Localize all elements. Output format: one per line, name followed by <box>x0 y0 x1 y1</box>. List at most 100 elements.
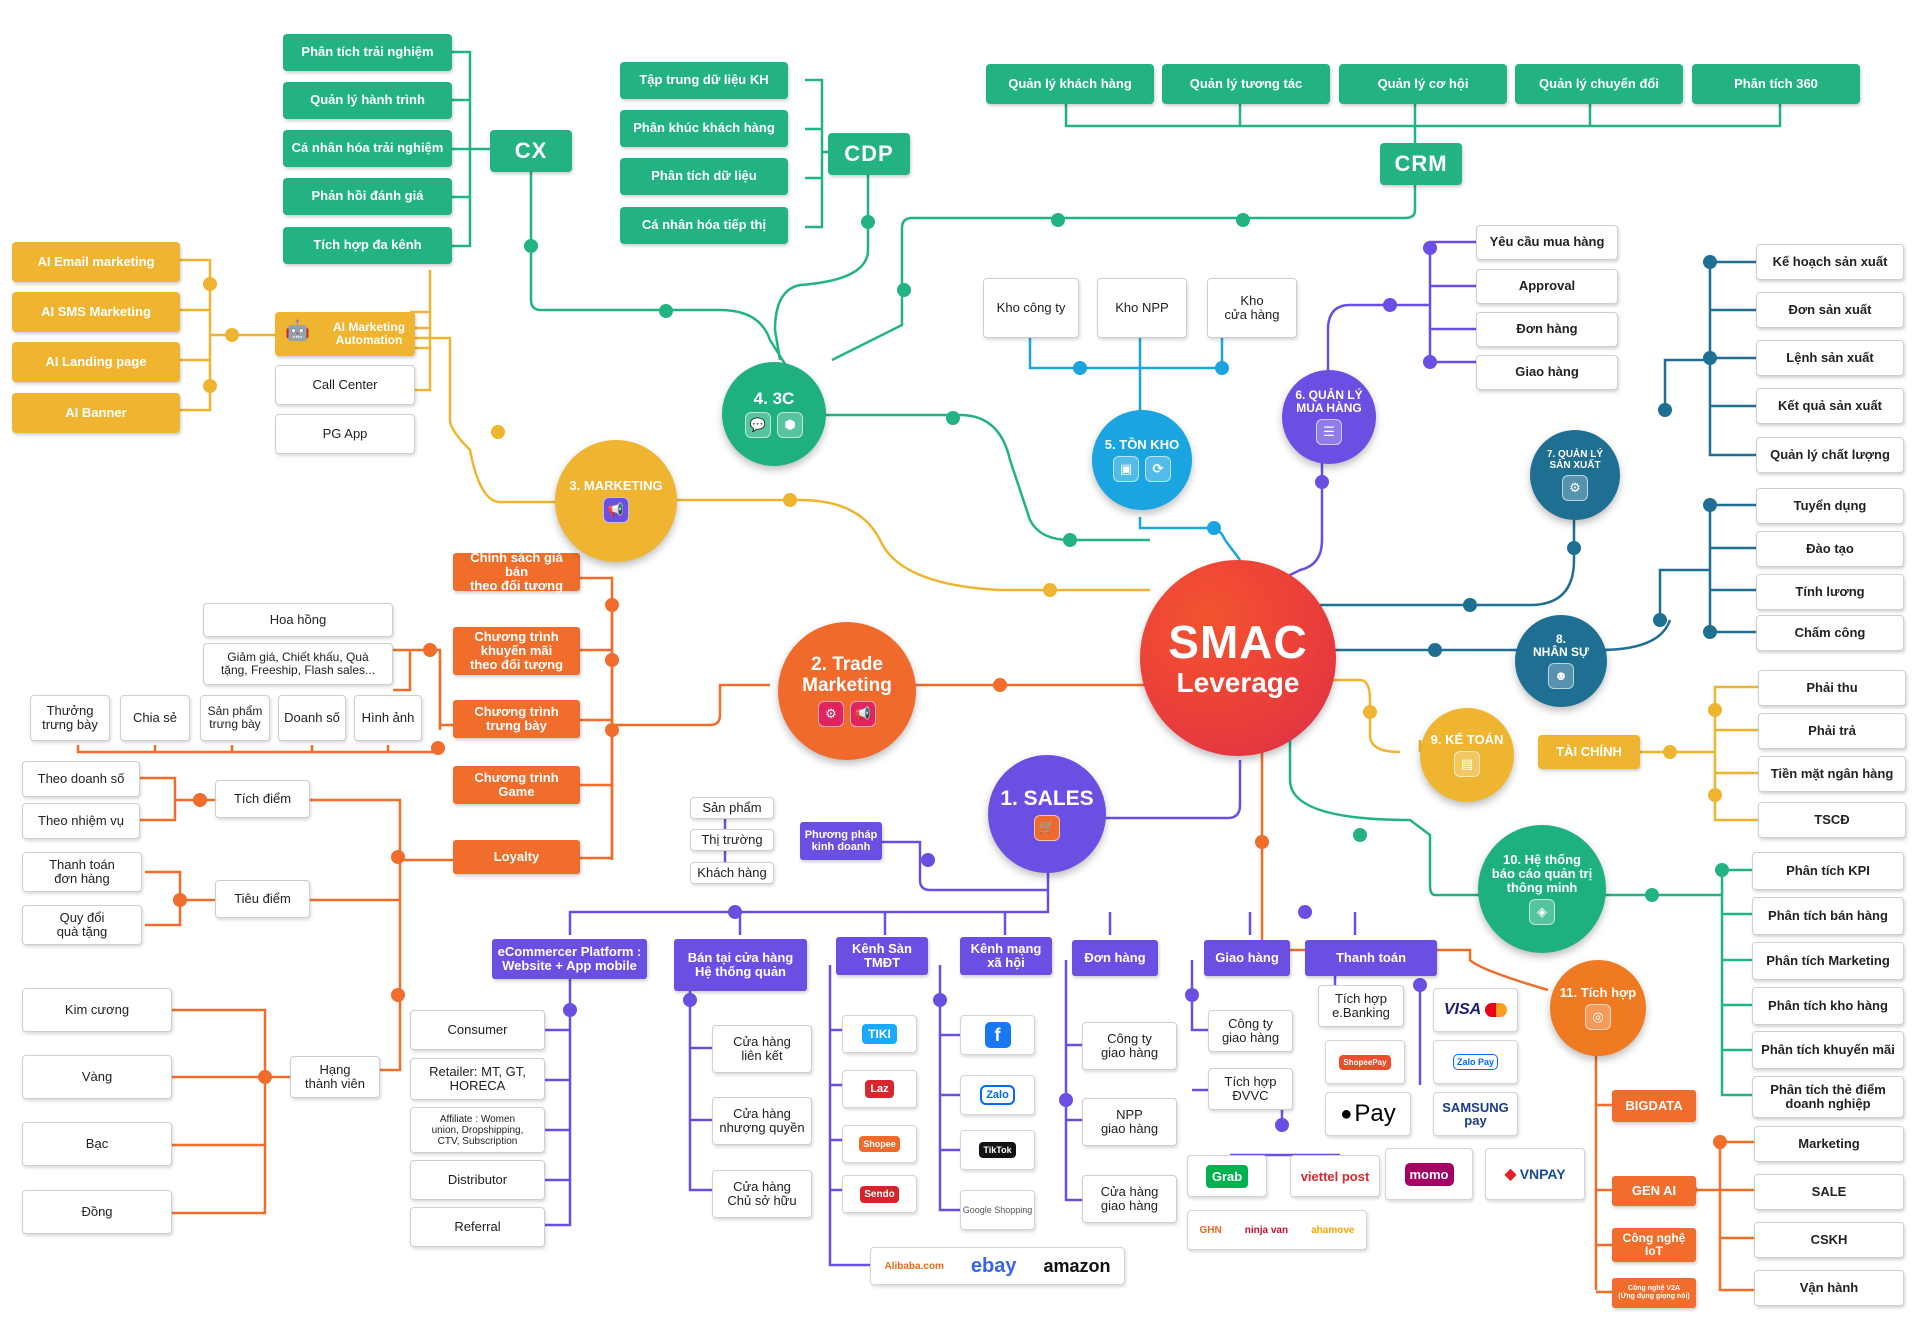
production-item[interactable]: Quản lý chất lượng <box>1756 437 1904 473</box>
store-item[interactable]: Cửa hàng liên kết <box>712 1025 812 1073</box>
sales-method[interactable]: Phương pháp kinh doanh <box>800 822 882 860</box>
sales-channel[interactable]: Kênh Sàn TMĐT <box>836 937 928 975</box>
production-item[interactable]: Đơn sản xuất <box>1756 292 1904 328</box>
store-item[interactable]: Cửa hàng nhượng quyền <box>712 1097 812 1145</box>
order-item[interactable]: NPP giao hàng <box>1082 1098 1177 1146</box>
hub-sales[interactable]: 1. SALES 🛒 <box>988 755 1106 873</box>
samsungpay-logo[interactable]: SAMSUNG pay <box>1433 1092 1518 1136</box>
report-item[interactable]: Phân tích bán hàng <box>1752 897 1904 935</box>
ecom-item[interactable]: Referral <box>410 1207 545 1247</box>
hub-sanxuat[interactable]: 7. QUẢN LÝ SẢN XUẤT ⚙ <box>1530 430 1620 520</box>
cx-item[interactable]: Phân tích trải nghiệm <box>283 34 452 71</box>
delivery-item[interactable]: Công ty giao hàng <box>1208 1010 1293 1052</box>
integration-genai[interactable]: GEN AI <box>1612 1176 1696 1206</box>
order-item[interactable]: Cửa hàng giao hàng <box>1082 1175 1177 1223</box>
loyalty-hang[interactable]: Hạng thành viên <box>290 1056 380 1098</box>
report-item[interactable]: Phân tích Marketing <box>1752 942 1904 980</box>
finance-item[interactable]: Phải thu <box>1758 670 1906 706</box>
hub-tonkho[interactable]: 5. TỒN KHO ▣⟳ <box>1092 410 1192 510</box>
hub-3c[interactable]: 4. 3C 💬⬢ <box>722 362 826 466</box>
ai-marketing-automation[interactable]: 🤖 AI Marketing Automation <box>275 312 415 356</box>
lazada-logo[interactable]: Laz <box>842 1070 917 1108</box>
production-item[interactable]: Lệnh sản xuất <box>1756 340 1904 376</box>
loyalty-hang-item[interactable]: Vàng <box>22 1055 172 1099</box>
genai-item[interactable]: SALE <box>1754 1174 1904 1210</box>
purchase-item[interactable]: Yêu cầu mua hàng <box>1476 225 1618 260</box>
hr-item[interactable]: Tuyển dụng <box>1756 488 1904 524</box>
tiktok-logo[interactable]: TikTok <box>960 1130 1035 1170</box>
crm-item[interactable]: Quản lý tương tác <box>1162 64 1330 104</box>
cx-item[interactable]: Cá nhân hóa trải nghiệm <box>283 130 452 167</box>
cx-item[interactable]: Quản lý hành trình <box>283 82 452 119</box>
zalo-logo[interactable]: Zalo <box>960 1075 1035 1115</box>
sales-channel[interactable]: Đơn hàng <box>1072 940 1158 976</box>
hub-nhansu[interactable]: 8. NHÂN SỰ ☻ <box>1515 615 1607 707</box>
global-marketplaces[interactable]: Alibaba.com ebay amazon <box>870 1247 1125 1285</box>
report-item[interactable]: Phân tích thẻ điểm doanh nghiệp <box>1752 1076 1904 1118</box>
cdp-item[interactable]: Phân tích dữ liệu <box>620 158 788 195</box>
ai-item[interactable]: AI SMS Marketing <box>12 292 180 332</box>
ai-item[interactable]: AI Banner <box>12 393 180 433</box>
pg-app[interactable]: PG App <box>275 414 415 454</box>
sales-channel[interactable]: Giao hàng <box>1204 940 1290 976</box>
display-item[interactable]: Hình ảnh <box>354 695 422 741</box>
loyalty-tich-item[interactable]: Theo nhiệm vụ <box>22 803 140 839</box>
genai-item[interactable]: Marketing <box>1754 1126 1904 1162</box>
google-shopping-logo[interactable]: Google Shopping <box>960 1190 1035 1230</box>
zalopay-logo[interactable]: Zalo Pay <box>1433 1040 1518 1084</box>
center-smac-leverage[interactable]: SMAC Leverage <box>1140 560 1336 756</box>
finance-item[interactable]: Phải trả <box>1758 713 1906 749</box>
production-item[interactable]: Kế hoạch sản xuất <box>1756 244 1904 280</box>
hub-trade[interactable]: 2. Trade Marketing ⚙📢 <box>778 622 916 760</box>
genai-item[interactable]: Vận hành <box>1754 1270 1904 1306</box>
carrier-strip[interactable]: GHN ninja van ahamove <box>1187 1210 1367 1250</box>
hr-item[interactable]: Đào tạo <box>1756 531 1904 567</box>
hr-item[interactable]: Chấm công <box>1756 615 1904 651</box>
trade-program-loyalty[interactable]: Loyalty <box>453 840 580 874</box>
vnpay-logo[interactable]: ◆VNPAY <box>1485 1148 1585 1200</box>
ecom-item[interactable]: Affiliate : Women union, Dropshipping, C… <box>410 1107 545 1153</box>
loyalty-tieu-item[interactable]: Thanh toán đơn hàng <box>22 852 142 892</box>
sales-method-item[interactable]: Khách hàng <box>690 862 774 884</box>
loyalty-tich-diem[interactable]: Tích điểm <box>215 780 310 818</box>
hub-baocao[interactable]: 10. Hệ thống báo cáo quản trị thông minh… <box>1478 825 1606 953</box>
display-item[interactable]: Chia sẻ <box>120 695 190 741</box>
shopeepay-logo[interactable]: ShopeePay <box>1325 1040 1405 1084</box>
call-center[interactable]: Call Center <box>275 365 415 405</box>
hr-item[interactable]: Tính lương <box>1756 574 1904 610</box>
crm-item[interactable]: Phân tích 360 <box>1692 64 1860 104</box>
hub-marketing[interactable]: 3. MARKETING 📢 <box>555 440 677 562</box>
integration-iot[interactable]: Công nghệ IoT <box>1612 1228 1696 1262</box>
cx-item[interactable]: Phản hồi đánh giá <box>283 178 452 215</box>
ecom-item[interactable]: Distributor <box>410 1160 545 1200</box>
sales-channel[interactable]: Bán tại cửa hàng Hệ thống quản <box>674 939 807 991</box>
sales-channel[interactable]: Thanh toán <box>1305 940 1437 976</box>
cdp-item[interactable]: Cá nhân hóa tiếp thị <box>620 207 788 244</box>
display-item[interactable]: Sản phẩm trưng bày <box>200 695 270 741</box>
finance-item[interactable]: TSCĐ <box>1758 802 1906 838</box>
loyalty-tich-item[interactable]: Theo doanh số <box>22 761 140 797</box>
crm-item[interactable]: Quản lý khách hàng <box>986 64 1154 104</box>
sales-method-item[interactable]: Sản phẩm <box>690 797 774 819</box>
loyalty-hang-item[interactable]: Bạc <box>22 1122 172 1166</box>
finance-item[interactable]: Tiền mặt ngân hàng <box>1758 756 1906 792</box>
cx-title[interactable]: CX <box>490 130 572 172</box>
ai-item[interactable]: AI Email marketing <box>12 242 180 282</box>
warehouse-item[interactable]: Kho cửa hàng <box>1207 278 1297 338</box>
viettelpost-logo[interactable]: viettel post <box>1290 1155 1380 1197</box>
cx-item[interactable]: Tích hợp đa kênh <box>283 227 452 264</box>
ecom-item[interactable]: Retailer: MT, GT, HORECA <box>410 1058 545 1100</box>
warehouse-item[interactable]: Kho NPP <box>1097 278 1187 338</box>
ecom-item[interactable]: Consumer <box>410 1010 545 1050</box>
sales-channel[interactable]: Kênh mạng xã hội <box>960 937 1052 975</box>
loyalty-tieu-item[interactable]: Quy đổi quà tặng <box>22 905 142 945</box>
sendo-logo[interactable]: Sendo <box>842 1175 917 1213</box>
hub-muahang[interactable]: 6. QUẢN LÝ MUA HÀNG ☰ <box>1282 370 1376 464</box>
display-item[interactable]: Thưởng trưng bày <box>30 695 110 741</box>
sales-channel[interactable]: eCommercer Platform : Website + App mobi… <box>492 939 647 979</box>
applepay-logo[interactable]: ●Pay <box>1325 1092 1411 1136</box>
purchase-item[interactable]: Đơn hàng <box>1476 312 1618 347</box>
report-item[interactable]: Phân tích kho hàng <box>1752 987 1904 1025</box>
hub-tichhop[interactable]: 11. Tích hợp ◎ <box>1550 960 1646 1056</box>
shopee-logo[interactable]: Shopee <box>842 1125 917 1163</box>
